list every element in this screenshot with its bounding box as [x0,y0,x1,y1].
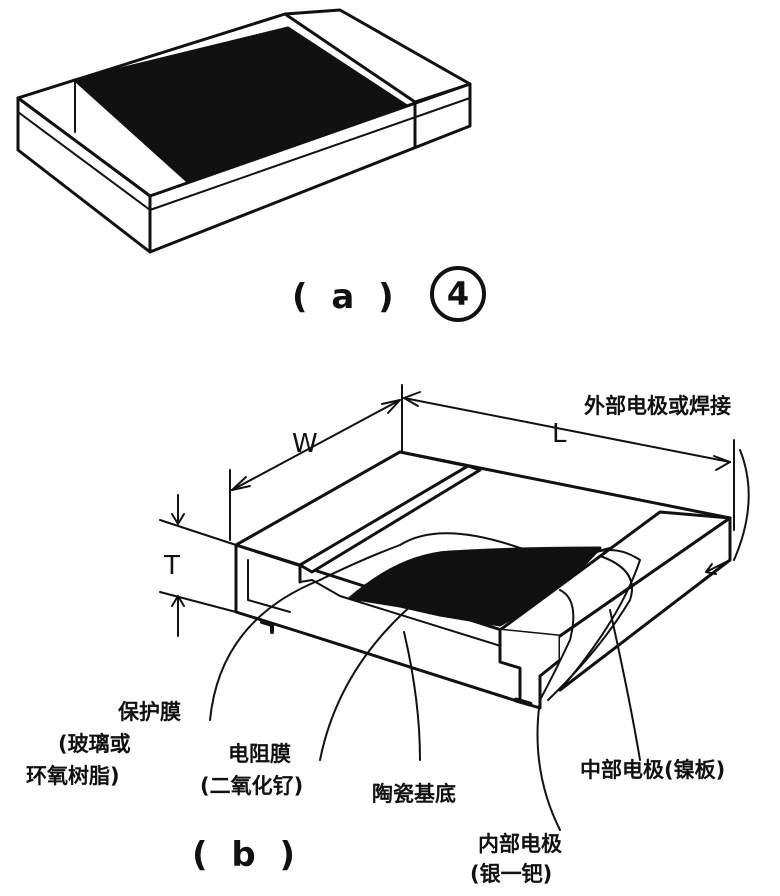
figure-number-badge: 4 [430,266,486,322]
leader-ceramic-substrate [403,631,421,761]
peeled-layer-1 [559,549,641,691]
dim-l-line [403,397,731,463]
leader-inner-electrode [536,699,561,831]
dim-l-arrow-r [713,455,731,471]
leader-external-electrode [733,449,750,561]
label-inner-electrode-2: (银一钯) [470,862,553,886]
leader-resistive-film [319,589,431,761]
dim-t-bot-line [159,591,237,613]
peeled-layer-3 [539,589,575,701]
label-resistive-film-2: (二氧化钌) [200,774,304,798]
caption-a: ( a ) [292,277,400,317]
peeled-layer-2 [547,555,633,701]
dim-w-arrow-l [231,476,251,491]
foot-pad-right [513,697,533,707]
dim-w-line [231,399,401,491]
chip-a-cap-line-left [149,97,471,211]
label-inner-electrode-1: 内部电极 [478,832,562,856]
label-ceramic-substrate: 陶瓷基底 [372,782,456,806]
label-protective-film-1: 保护膜 [118,700,181,724]
dim-t-arrow-bot [171,595,185,637]
protective-film [298,464,482,574]
leader-middle-electrode [609,609,641,761]
leader-protective-film [209,579,321,721]
left-cap-front-inner [247,559,291,613]
substrate-front-bottom [298,630,522,704]
right-cap-right [558,516,732,692]
caption-b: ( b ) [192,835,302,875]
label-protective-film-2: (玻璃或 [58,732,131,756]
dim-w-arrow-r [381,399,401,414]
label-protective-film-3: 环氧树脂) [26,764,120,788]
chip-resistor-a [16,8,472,254]
chip-a-cap-line-left2 [17,111,151,211]
dim-l-arrow-l [403,391,421,407]
dim-t-top-line [159,519,237,546]
label-external-electrode: 外部电极或焊接 [584,394,731,418]
dim-w-label: W [292,429,318,459]
dim-t-arrow-top [171,494,185,525]
left-cap-front-outer [234,543,302,634]
right-face-arrow [705,559,731,575]
substrate-front-face [300,590,520,700]
label-resistive-film-1: 电阻膜 [228,742,291,766]
label-middle-electrode: 中部电极(镍板) [580,758,726,782]
protective-film-edge [299,579,341,597]
dim-l-label: L [552,419,567,449]
dim-t-label: T [164,551,180,581]
foot-pad-left [260,620,274,634]
substrate-front-top [339,595,521,653]
chip-resistor-b [159,384,750,831]
